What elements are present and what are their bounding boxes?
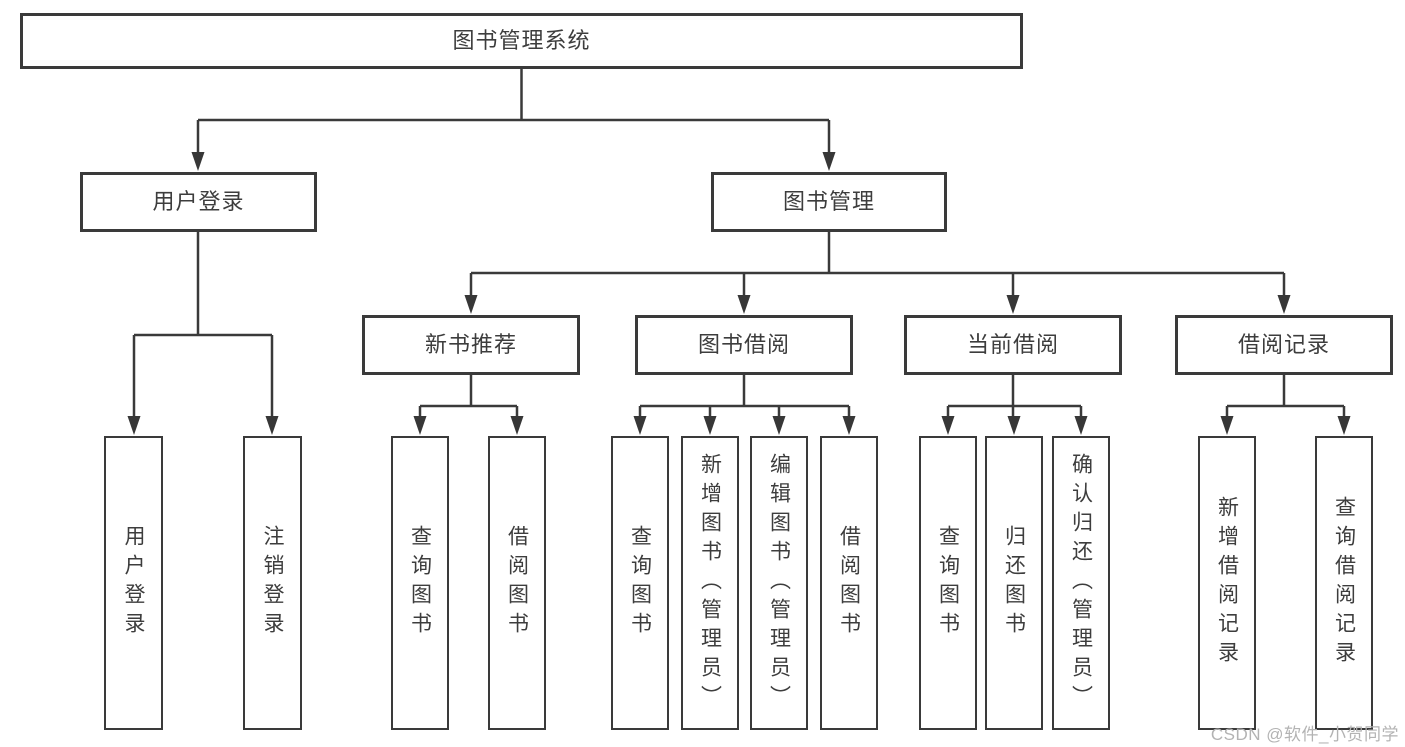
arrow-icon [737,295,751,314]
leaf-records-add-record-label: 新增借阅记录 [1215,496,1239,670]
leaf-records-query-record: 查询借阅记录 [1315,436,1373,730]
leaf-newbook-borrow-books-label: 借阅图书 [505,525,529,641]
leaf-logout: 注销登录 [243,436,302,730]
node-user-login-label: 用户登录 [152,189,245,214]
connector-current-to-leaves [946,375,1083,419]
leaf-newbook-query-books: 查询图书 [391,436,449,730]
leaf-borrowing-borrow-books-label: 借阅图书 [837,525,861,641]
arrow-icon [822,152,836,171]
leaf-current-confirm-return-admin: 确认归还（管理员） [1052,436,1110,730]
arrow-icon [703,416,717,435]
node-current-borrowing-label: 当前借阅 [966,332,1059,357]
leaf-borrowing-query-books-label: 查询图书 [628,525,652,641]
leaf-current-query-books: 查询图书 [919,436,977,730]
arrow-icon [1006,295,1020,314]
leaf-current-return-books-label: 归还图书 [1002,525,1026,641]
connector-root-to-level2 [196,69,831,155]
connector-userlogin-to-leaves [132,232,274,419]
node-user-login: 用户登录 [80,172,317,232]
arrow-icon [1074,416,1088,435]
arrow-icon [1277,295,1291,314]
leaf-user-login: 用户登录 [104,436,163,730]
leaf-borrowing-edit-books-admin-label: 编辑图书（管理员） [767,452,791,714]
node-book-borrowing-label: 图书借阅 [697,332,790,357]
node-book-borrowing: 图书借阅 [635,315,853,375]
connector-bookmgmt-to-level3 [469,232,1286,298]
leaf-borrowing-borrow-books: 借阅图书 [820,436,878,730]
arrow-icon [1337,416,1351,435]
leaf-borrowing-add-books-admin: 新增图书（管理员） [681,436,739,730]
leaf-borrowing-edit-books-admin: 编辑图书（管理员） [750,436,808,730]
arrow-icon [842,416,856,435]
arrow-icon [413,416,427,435]
arrowheads [127,152,1351,435]
leaf-borrowing-query-books: 查询图书 [611,436,669,730]
connector-newbook-to-leaves [418,375,519,419]
arrow-icon [127,416,141,435]
node-library-system-label: 图书管理系统 [452,28,591,53]
arrow-icon [633,416,647,435]
watermark: CSDN @软件_小贺同学 [1210,725,1399,744]
node-new-book-recommend: 新书推荐 [362,315,580,375]
node-borrowing-records-label: 借阅记录 [1237,332,1330,357]
leaf-records-query-record-label: 查询借阅记录 [1332,496,1356,670]
leaf-newbook-query-books-label: 查询图书 [408,525,432,641]
node-new-book-recommend-label: 新书推荐 [424,332,517,357]
arrow-icon [464,295,478,314]
node-book-management: 图书管理 [711,172,947,232]
arrow-icon [1007,416,1021,435]
arrow-icon [772,416,786,435]
leaf-logout-label: 注销登录 [261,525,284,641]
node-library-system: 图书管理系统 [20,13,1023,69]
leaf-user-login-label: 用户登录 [122,525,145,641]
leaf-newbook-borrow-books: 借阅图书 [488,436,546,730]
arrow-icon [1220,416,1234,435]
leaf-current-return-books: 归还图书 [985,436,1043,730]
arrow-icon [510,416,524,435]
arrow-icon [265,416,279,435]
arrow-icon [941,416,955,435]
node-current-borrowing: 当前借阅 [904,315,1122,375]
node-book-management-label: 图书管理 [782,189,875,214]
connector-borrow-to-leaves [638,375,851,419]
leaf-current-query-books-label: 查询图书 [936,525,960,641]
node-borrowing-records: 借阅记录 [1175,315,1393,375]
leaf-current-confirm-return-admin-label: 确认归还（管理员） [1069,452,1093,714]
arrow-icon [191,152,205,171]
leaf-records-add-record: 新增借阅记录 [1198,436,1256,730]
leaf-borrowing-add-books-admin-label: 新增图书（管理员） [698,452,722,714]
connector-records-to-leaves [1225,375,1346,419]
